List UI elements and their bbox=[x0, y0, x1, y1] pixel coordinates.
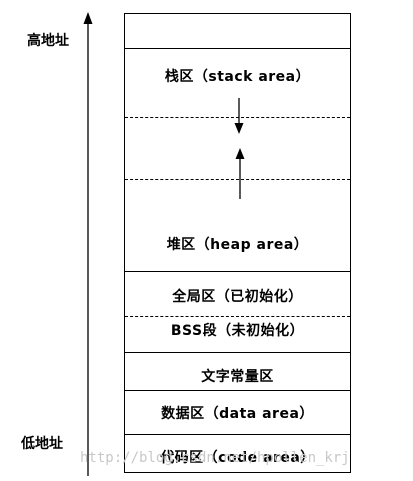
divider-top bbox=[125, 48, 350, 49]
heap-bound-dashed bbox=[125, 179, 350, 180]
divider-global-bss-dashed bbox=[125, 316, 350, 317]
code-area-label: 代码区（code area） bbox=[160, 450, 315, 466]
stack-area-label: 栈区（stack area） bbox=[164, 69, 311, 85]
constants-area-label: 文字常量区 bbox=[201, 369, 274, 385]
global-initialized-label: 全局区（已初始化） bbox=[172, 289, 303, 305]
data-area-label: 数据区（data area） bbox=[161, 406, 314, 422]
stack-bound-dashed bbox=[125, 117, 350, 118]
memory-layout-diagram: 栈区（stack area） 堆区（heap area） 全局区（已初始化） B… bbox=[124, 13, 351, 473]
divider-data-code bbox=[125, 434, 350, 435]
divider-heap-global bbox=[125, 271, 350, 272]
heap-area-label: 堆区（heap area） bbox=[166, 237, 309, 253]
divider-bss-constants bbox=[125, 352, 350, 353]
bss-segment-label: BSS段（未初始化） bbox=[170, 323, 305, 339]
low-address-label: 低地址 bbox=[21, 436, 63, 452]
high-address-label: 高地址 bbox=[27, 33, 69, 49]
divider-constants-data bbox=[125, 390, 350, 391]
